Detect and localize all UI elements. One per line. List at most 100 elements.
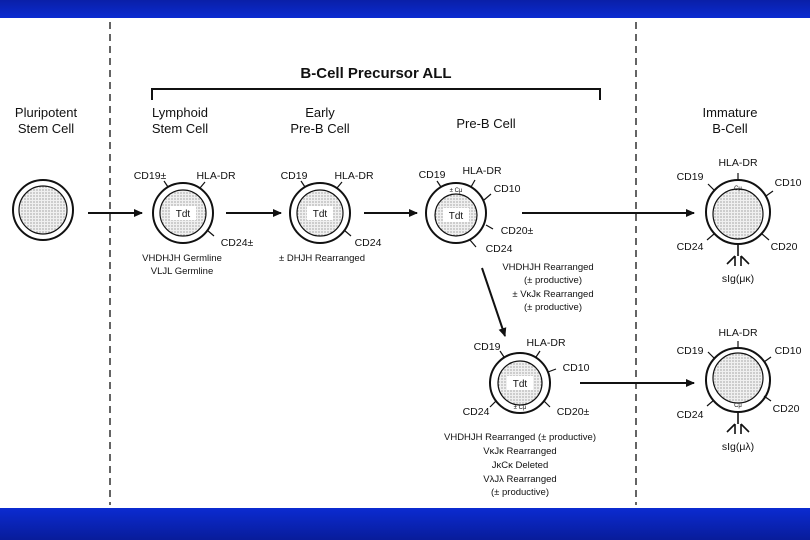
lambda-note-2: VκJκ Rearranged: [483, 446, 556, 457]
stage-pluripotent-line2: Stem Cell: [18, 121, 74, 136]
lymphoid-marker-cd19: CD19±: [134, 170, 167, 182]
pre-b-cmu: ± Cμ: [450, 188, 463, 194]
kappa-sig-antibody: [726, 244, 750, 266]
diagram-title: B-Cell Precursor ALL: [300, 65, 451, 82]
pre-b-note-2: (± productive): [524, 275, 582, 286]
pre-b-marker-hla-dr: HLA-DR: [462, 165, 502, 177]
tick-lambda-cd10: [547, 368, 557, 373]
imm-lambda-marker-hla-dr: HLA-DR: [718, 327, 758, 339]
kappa-marker-cd10: CD10: [775, 177, 802, 189]
pre-b-marker-cd10: CD10: [494, 183, 521, 195]
immature-lambda-cell: Cμ: [705, 341, 772, 434]
tick-lymphoid-cd19: [163, 180, 169, 188]
tick-lambda-cd19: [499, 350, 505, 358]
pre-b-marker-cd20: CD20±: [501, 225, 534, 237]
arrow-pre-b-to-lambda: [481, 267, 507, 337]
stage-early-pre-b-line1: Early: [305, 105, 335, 120]
imm-lambda-marker-cd19: CD19: [677, 345, 704, 357]
lymphoid-tdt-box: [170, 206, 196, 220]
tick-imm-lambda-cd19: [707, 351, 715, 359]
stage-lymphoid-line1: Lymphoid: [152, 105, 208, 120]
top-band: [0, 0, 810, 18]
early-marker-cd19: CD19: [281, 170, 308, 182]
lymphoid-marker-hla-dr: HLA-DR: [196, 170, 236, 182]
kappa-marker-cd19: CD19: [677, 171, 704, 183]
tick-early-cd24: [343, 229, 352, 237]
lambda-sig-label: sIg(μλ): [722, 441, 754, 453]
stage-immature-line2: B-Cell: [712, 121, 748, 136]
lambda-note-3: JκCκ Deleted: [492, 460, 549, 471]
tick-pre-b-cd19: [436, 180, 442, 188]
kappa-marker-cd20: CD20: [771, 241, 798, 253]
early-tdt-box: [307, 206, 333, 220]
pre-b-note-4: (± productive): [524, 302, 582, 313]
lambda-marker-cd10: CD10: [563, 362, 590, 374]
precursor-bracket: [151, 88, 601, 100]
tick-lambda-cd20: [543, 400, 551, 408]
lambda-marker-hla-dr: HLA-DR: [526, 337, 566, 349]
pre-b-lambda-tdt-box: [507, 376, 533, 390]
early-tdt: Tdt: [313, 209, 328, 220]
tick-pre-b-cd20: [485, 224, 494, 230]
lymphoid-note-1: VHDHJH Germline: [142, 253, 222, 264]
stage-pre-b: Pre-B Cell: [456, 116, 515, 131]
early-marker-cd24: CD24: [355, 237, 382, 249]
lambda-marker-cd19: CD19: [474, 341, 501, 353]
pre-b-lambda-tdt: Tdt: [513, 379, 528, 390]
bottom-band: [0, 508, 810, 540]
lymphoid-tdt: Tdt: [176, 209, 191, 220]
lambda-note-5: (± productive): [491, 487, 549, 498]
tick-pre-b-cd24: [469, 239, 477, 248]
pre-b-cell: Tdt ± Cμ: [425, 179, 494, 248]
tick-early-hla: [336, 181, 343, 189]
pre-b-note-1: VHDHJH Rearranged: [502, 262, 593, 273]
lymphoid-cell: Tdt: [152, 180, 215, 244]
lambda-cmu: Cμ: [734, 403, 742, 409]
kappa-cmu: Cμ: [734, 186, 742, 192]
lambda-note-4: VλJλ Rearranged: [483, 474, 556, 485]
tick-kappa-cd24: [706, 233, 715, 241]
immature-kappa-cell: Cμ: [705, 173, 774, 266]
lambda-note-1: VHDHJH Rearranged (± productive): [444, 432, 596, 443]
pre-b-lambda-cell: Tdt ± Cμ: [489, 350, 557, 414]
lambda-marker-cd24: CD24: [463, 406, 490, 418]
stage-lymphoid-line2: Stem Cell: [152, 121, 208, 136]
tick-kappa-cd19: [707, 183, 715, 191]
lymphoid-marker-cd24: CD24±: [221, 237, 254, 249]
tick-lymphoid-hla: [199, 181, 206, 189]
tick-kappa-cd20: [761, 233, 770, 241]
pre-b-lambda-cmu: ± Cμ: [514, 405, 527, 411]
pre-b-note-3: ± VκJκ Rearranged: [512, 289, 593, 300]
tick-imm-lambda-cd10: [763, 356, 772, 363]
tick-imm-lambda-cd24: [706, 399, 715, 407]
pluripotent-cell: [12, 179, 74, 241]
kappa-marker-cd24: CD24: [677, 241, 704, 253]
pre-b-marker-cd24: CD24: [486, 243, 513, 255]
pre-b-tdt-box: [443, 208, 469, 222]
early-note-1: ± DHJH Rearranged: [279, 253, 365, 264]
imm-lambda-marker-cd20: CD20: [773, 403, 800, 415]
imm-lambda-marker-cd10: CD10: [775, 345, 802, 357]
lambda-marker-cd20: CD20±: [557, 406, 590, 418]
pre-b-tdt: Tdt: [449, 211, 464, 222]
imm-lambda-marker-cd24: CD24: [677, 409, 704, 421]
tick-kappa-cd10: [765, 190, 774, 197]
kappa-sig-label: sIg(μκ): [722, 273, 754, 285]
tick-pre-b-hla: [470, 179, 476, 188]
pre-b-marker-cd19: CD19: [419, 169, 446, 181]
tick-pre-b-cd10: [483, 193, 492, 201]
early-pre-b-cell: Tdt: [289, 180, 352, 244]
tick-lymphoid-cd24: [206, 229, 215, 237]
stage-pluripotent-line1: Pluripotent: [15, 105, 78, 120]
kappa-marker-hla-dr: HLA-DR: [718, 157, 758, 169]
tick-imm-lambda-cd20: [763, 395, 772, 402]
tick-early-cd19: [300, 180, 306, 188]
lymphoid-note-2: VLJL Germline: [151, 266, 213, 277]
tick-lambda-cd24: [489, 400, 497, 408]
tick-lambda-hla: [535, 350, 541, 358]
stage-early-pre-b-line2: Pre-B Cell: [290, 121, 349, 136]
lambda-sig-antibody: [726, 412, 750, 434]
stage-immature-line1: Immature: [703, 105, 758, 120]
early-marker-hla-dr: HLA-DR: [334, 170, 374, 182]
